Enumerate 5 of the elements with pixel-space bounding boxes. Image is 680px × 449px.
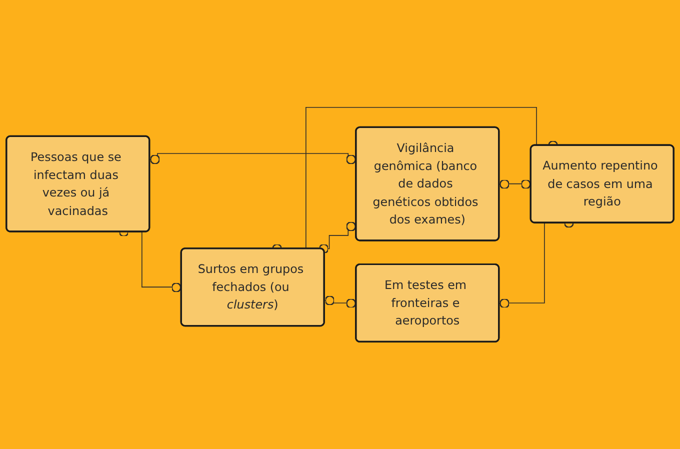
- connector: [324, 295, 357, 308]
- connector: [498, 179, 532, 190]
- connector: [271, 106, 559, 254]
- connector: [149, 153, 357, 164]
- connector: [318, 221, 357, 254]
